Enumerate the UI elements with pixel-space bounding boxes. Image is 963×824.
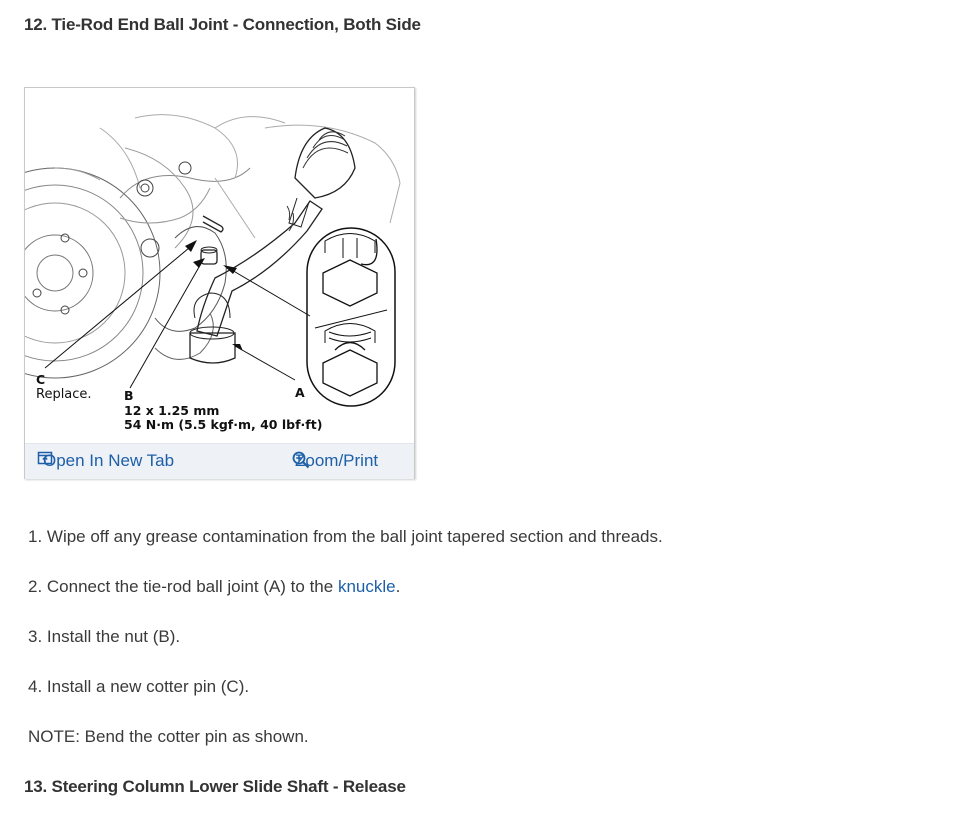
cotter-pin <box>202 215 224 233</box>
tie-rod-boot <box>294 127 356 199</box>
knuckle-link[interactable]: knuckle <box>337 577 396 596</box>
section-13-heading: 13. Steering Column Lower Slide Shaft - … <box>24 777 406 796</box>
step-1: 1. Wipe off any grease contamination fro… <box>28 527 663 546</box>
zoom-print-label: Zoom/Print <box>295 451 379 470</box>
zoom-print-link[interactable]: Zoom/Print <box>292 451 378 471</box>
step-4: 4. Install a new cotter pin (C). <box>28 677 250 696</box>
tie-rod-diagram <box>25 114 401 407</box>
callout-a-letter: A <box>295 385 305 400</box>
step-2-text: 2. Connect the tie-rod ball joint (A) to… <box>28 577 338 596</box>
callout-b-letter: B <box>124 388 134 403</box>
open-in-new-tab-label: Open In New Tab <box>43 451 175 470</box>
callout-b-size: 12 x 1.25 mm <box>124 403 220 418</box>
detail-inset <box>306 227 396 407</box>
figure-toolbar: Open In New Tab Zoom/Print <box>25 443 414 479</box>
step-2-period: . <box>395 577 401 596</box>
callout-c-text: Replace. <box>36 387 92 402</box>
step-2: 2. Connect the tie-rod ball joint (A) to… <box>28 577 400 597</box>
section-12-heading: 12. Tie-Rod End Ball Joint - Connection,… <box>24 15 421 34</box>
castle-nut <box>200 249 218 265</box>
callout-c-letter: C <box>36 372 46 387</box>
open-in-new-tab-link[interactable]: Open In New Tab <box>37 451 174 471</box>
tie-rod-end <box>196 200 323 337</box>
figure-panel: C Replace. B 12 x 1.25 mm 54 N·m (5.5 kg… <box>24 87 415 479</box>
steering-knuckle <box>154 226 227 332</box>
note-text: NOTE: Bend the cotter pin as shown. <box>28 727 309 746</box>
callout-b-torque: 54 N·m (5.5 kgf·m, 40 lbf·ft) <box>124 417 323 432</box>
step-3: 3. Install the nut (B). <box>28 627 181 646</box>
